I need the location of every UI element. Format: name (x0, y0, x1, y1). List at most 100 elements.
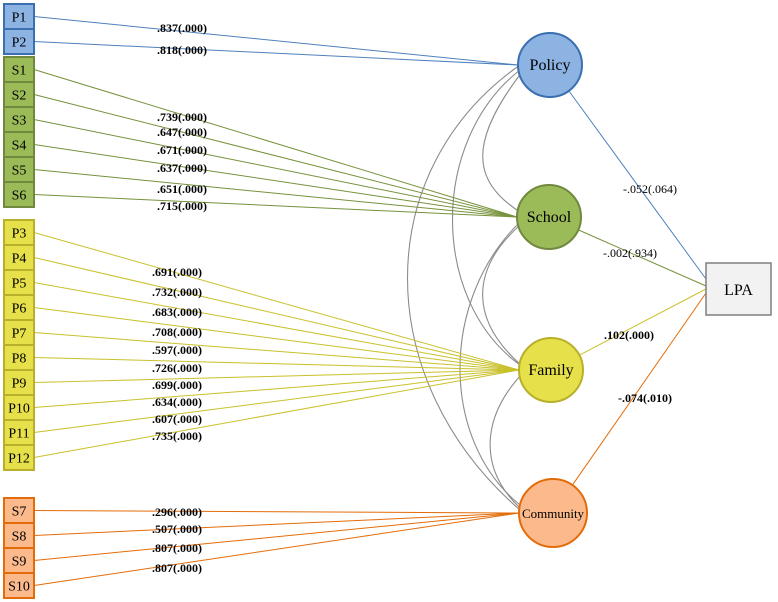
loading-line (33, 510, 520, 514)
covariance-curve (482, 71, 523, 213)
loading-coefficient: .507(.000) (152, 522, 202, 536)
indicator-label: S10 (8, 580, 30, 595)
community-latent (518, 478, 588, 548)
indicator-label: S7 (12, 505, 27, 520)
loading-coefficient: .726(.000) (152, 361, 202, 375)
indicator-label: S6 (12, 189, 27, 204)
indicator-label: S4 (12, 139, 27, 154)
indicator-label: P9 (12, 377, 27, 392)
indicator-label: S1 (12, 64, 27, 79)
lpa-outcome-box (705, 262, 772, 316)
indicator-box (3, 344, 35, 371)
indicator-label: P10 (8, 402, 30, 417)
loading-line (33, 119, 518, 218)
indicator-box (3, 219, 35, 246)
indicator-boxes: P1P2S1S2S3S4S5S6P3P4P5P6P7P8P9P10P11P12S… (3, 3, 35, 599)
indicator-label: P7 (12, 327, 27, 342)
loading-line (33, 69, 518, 218)
loading-coefficient: .739(.000) (157, 110, 207, 124)
loading-line (33, 144, 518, 218)
indicator-box (3, 572, 35, 599)
loading-coefficient: .699(.000) (152, 378, 202, 392)
loading-coefficient: .683(.000) (152, 305, 202, 319)
structural-path (572, 292, 707, 486)
loading-coefficient: .708(.000) (152, 325, 202, 339)
loading-line (33, 232, 520, 371)
indicator-box (3, 497, 35, 524)
covariance-curve (482, 224, 522, 366)
loading-coefficient: .735(.000) (152, 429, 202, 443)
indicator-label: S8 (12, 530, 27, 545)
loading-coefficient: .607(.000) (152, 412, 202, 426)
covariance-curve (451, 69, 521, 366)
loading-line (33, 282, 520, 371)
loading-coefficient: .597(.000) (152, 343, 202, 357)
school-latent (516, 184, 582, 250)
loading-line (33, 332, 520, 371)
indicator-label: S3 (12, 114, 27, 129)
indicator-box (3, 294, 35, 321)
indicator-label: P11 (8, 427, 29, 442)
loading-line (33, 512, 520, 536)
indicator-box (3, 547, 35, 574)
loading-line (33, 369, 520, 433)
indicator-label: P6 (12, 302, 27, 317)
loading-line (33, 512, 520, 561)
community-latent-label: Community (522, 506, 585, 521)
loading-coefficient: .732(.000) (152, 285, 202, 299)
family-latent (518, 337, 584, 403)
loading-coefficient: .671(.000) (157, 143, 207, 157)
indicator-label: P12 (8, 452, 30, 467)
loading-coefficient: .296(.000) (152, 505, 202, 519)
indicator-box (3, 28, 35, 55)
coefficient-labels: .837(.000).818(.000).739(.000).647(.000)… (152, 21, 677, 575)
loading-line (33, 169, 518, 218)
indicator-label: P8 (12, 352, 27, 367)
path-coefficient: -.052(.064) (623, 182, 677, 196)
school-latent-label: School (527, 209, 572, 226)
indicator-label: S9 (12, 555, 27, 570)
loading-coefficient: .651(.000) (157, 182, 207, 196)
loading-line (33, 307, 520, 371)
lpa-outcome-label: LPA (724, 282, 753, 299)
policy-latent-label: Policy (530, 57, 571, 74)
loading-coefficient: .807(.000) (152, 541, 202, 555)
loading-line (33, 512, 520, 586)
structural-path (578, 229, 707, 287)
loading-coefficient: .637(.000) (157, 161, 207, 175)
covariance-curve (407, 64, 521, 511)
loading-line (33, 16, 519, 66)
loading-line (33, 94, 518, 218)
path-coefficient: .102(.000) (604, 328, 654, 342)
structural-path (579, 288, 707, 356)
indicator-label: S2 (12, 89, 27, 104)
policy-latent (517, 32, 583, 98)
loading-line (33, 369, 520, 408)
indicator-box (3, 369, 35, 396)
indicator-box (3, 419, 35, 446)
family-latent-label: Family (528, 362, 573, 379)
loading-coefficient: .715(.000) (157, 199, 207, 213)
indicator-label: S5 (12, 164, 27, 179)
indicator-box (3, 444, 35, 471)
structural-path (568, 90, 707, 280)
indicator-label: P2 (12, 36, 27, 51)
path-coefficient: -.074(.010) (618, 391, 672, 405)
indicator-label: P1 (12, 11, 27, 26)
indicator-box (3, 181, 35, 208)
loading-line (33, 357, 520, 371)
loading-coefficient: .634(.000) (152, 395, 202, 409)
indicator-label: P5 (12, 277, 27, 292)
loading-coefficient: .818(.000) (157, 43, 207, 57)
covariance-curves (407, 64, 523, 511)
loading-line (33, 41, 519, 66)
loading-line (33, 369, 520, 458)
loading-line (33, 257, 520, 371)
loading-coefficient: .647(.000) (157, 125, 207, 139)
covariance-curve (489, 374, 522, 509)
loading-coefficient: .807(.000) (152, 561, 202, 575)
loading-line (33, 369, 520, 383)
indicator-box (3, 319, 35, 346)
